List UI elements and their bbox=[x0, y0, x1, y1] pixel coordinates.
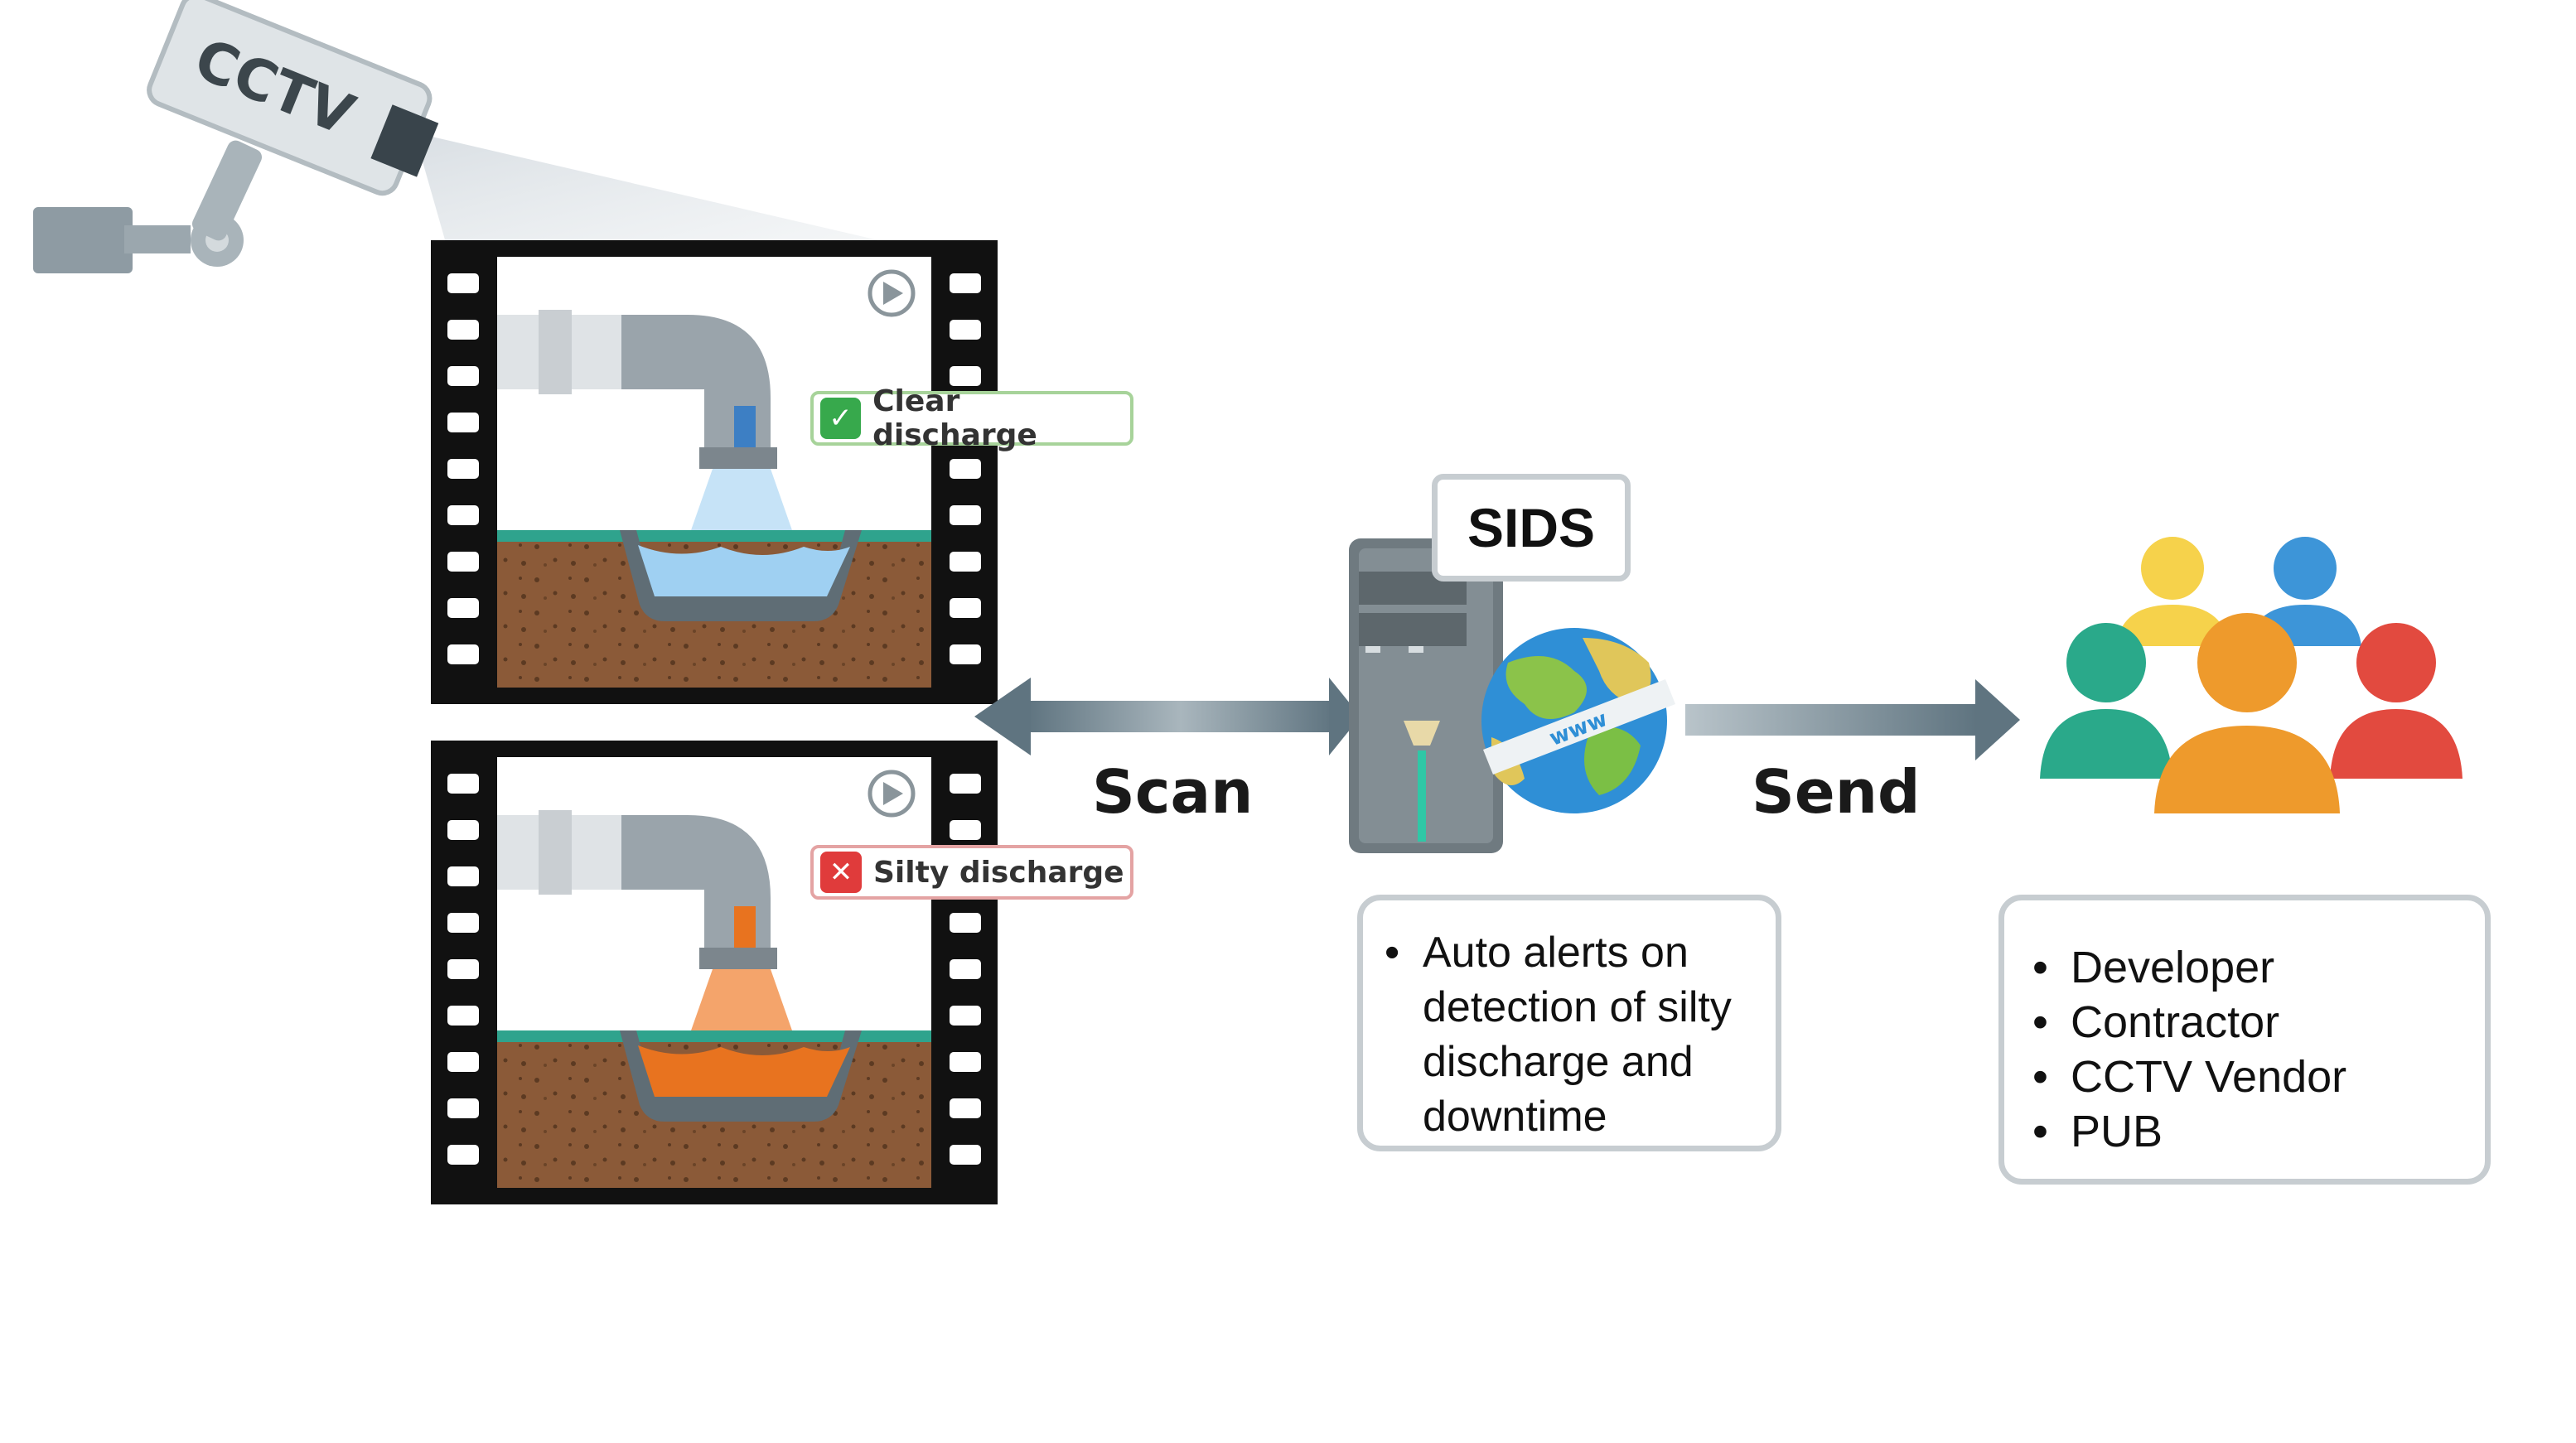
camera-view-beam bbox=[414, 133, 878, 249]
recipients-list: Developer Contractor CCTV Vendor PUB bbox=[2023, 940, 2468, 1159]
sids-server-icon bbox=[1349, 538, 1503, 853]
film-frame-silty bbox=[431, 741, 998, 1204]
discharge-pipe-icon bbox=[497, 810, 777, 969]
person-orange-icon bbox=[2154, 613, 2340, 813]
scan-double-arrow bbox=[974, 678, 1360, 755]
settling-pond bbox=[620, 530, 862, 621]
send-arrow bbox=[1685, 679, 2020, 760]
list-item: PUB bbox=[2023, 1104, 2468, 1159]
status-label: Silty discharge bbox=[873, 855, 1124, 890]
play-icon bbox=[868, 770, 916, 818]
person-teal-icon bbox=[2040, 623, 2172, 779]
discharge-pipe-icon bbox=[497, 310, 777, 469]
person-red-icon bbox=[2330, 623, 2462, 779]
scan-label: Scan bbox=[1092, 757, 1254, 827]
check-icon: ✓ bbox=[820, 398, 862, 439]
play-icon bbox=[868, 269, 916, 317]
film-frame-clear bbox=[431, 240, 998, 704]
pond-water bbox=[638, 545, 850, 596]
list-item: Contractor bbox=[2023, 995, 2468, 1050]
cctv-camera-icon: CCTV bbox=[33, 0, 878, 273]
grass-strip bbox=[497, 1030, 931, 1042]
list-item: CCTV Vendor bbox=[2023, 1050, 2468, 1104]
list-item: Developer bbox=[2023, 940, 2468, 995]
grass-strip bbox=[497, 530, 931, 542]
sids-notes-list: Auto alerts on detection of silty discha… bbox=[1375, 925, 1759, 1144]
sids-notes-box: Auto alerts on detection of silty discha… bbox=[1357, 895, 1781, 1151]
film-sprockets-left bbox=[447, 273, 479, 664]
status-label: Clear discharge bbox=[872, 384, 1037, 452]
recipients-box: Developer Contractor CCTV Vendor PUB bbox=[1998, 895, 2491, 1185]
settling-pond bbox=[620, 1030, 862, 1122]
sids-label: SIDS bbox=[1432, 474, 1631, 582]
film-sprockets-left bbox=[447, 774, 479, 1165]
recipients-group-icon bbox=[2040, 537, 2462, 813]
cross-icon: ✕ bbox=[820, 852, 862, 893]
list-item: Auto alerts on detection of silty discha… bbox=[1375, 925, 1759, 1144]
pond-water bbox=[638, 1045, 850, 1097]
status-tag-silty: ✕ Silty discharge bbox=[810, 845, 1133, 900]
globe-icon: www bbox=[1481, 628, 1675, 813]
send-label: Send bbox=[1752, 757, 1921, 827]
person-yellow-icon bbox=[2116, 537, 2229, 646]
status-tag-clear: ✓ Clear discharge bbox=[810, 384, 1133, 452]
